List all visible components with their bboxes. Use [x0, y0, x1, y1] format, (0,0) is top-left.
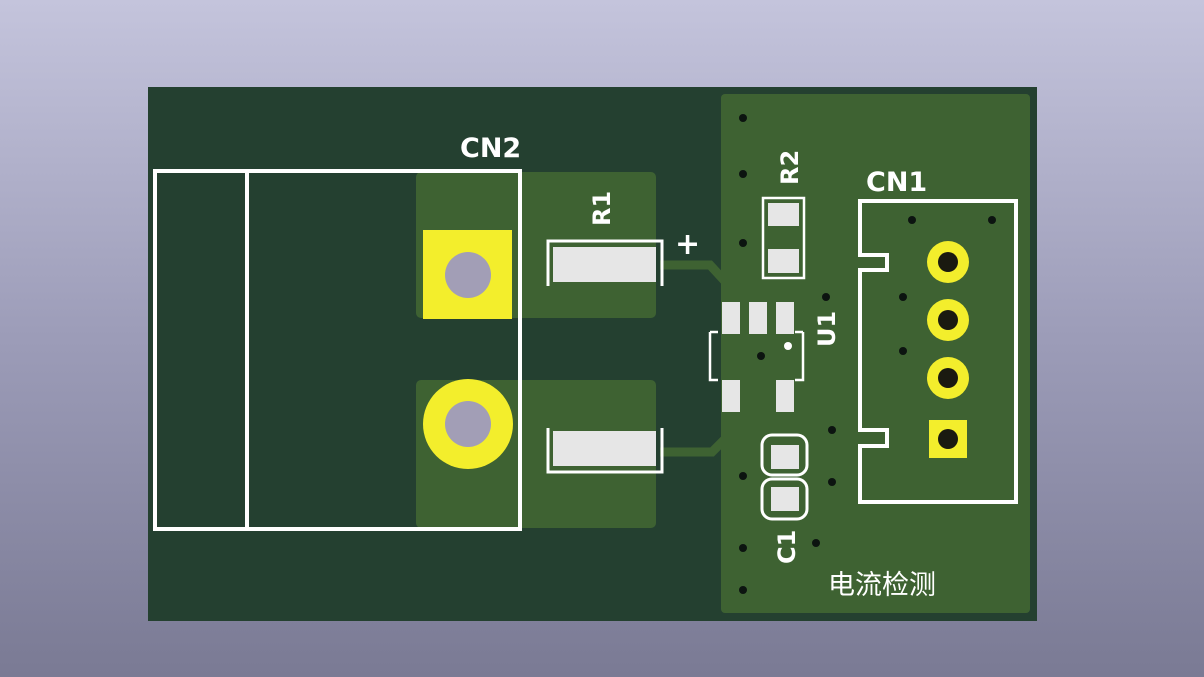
cn1-outline	[858, 199, 1018, 504]
cn1-pins	[927, 241, 969, 458]
plus-polarity-mark: +	[675, 227, 700, 262]
cn1-label: CN1	[866, 167, 927, 198]
cn2-label: CN2	[460, 133, 521, 164]
cn2-outline	[153, 169, 522, 531]
cn2-pad-1-drill	[445, 252, 491, 298]
r1-silk-bottom	[546, 428, 664, 474]
c1-silk-bottom	[760, 477, 809, 521]
u1-pin1-marker	[784, 342, 792, 350]
u1-label: U1	[813, 311, 841, 347]
c1-silk-top	[760, 433, 809, 477]
r1-pad-1	[553, 247, 656, 282]
board-title-text: 电流检测	[828, 570, 936, 601]
c1-pad-2	[771, 487, 799, 511]
vias	[739, 114, 996, 594]
r1-pad-2	[553, 431, 656, 466]
r1-silk-top	[546, 239, 664, 286]
r2-label: R2	[776, 150, 804, 185]
c1-label: C1	[773, 530, 801, 564]
r1-label: R1	[588, 191, 616, 226]
r2-pad-2	[768, 249, 799, 273]
r2-silk	[761, 196, 806, 280]
c1-pad-1	[771, 445, 799, 469]
cn2-pad-2-drill	[445, 401, 491, 447]
u1-pads	[722, 302, 794, 412]
r2-pad-1	[768, 203, 799, 226]
u1-silk-outline	[708, 330, 805, 382]
